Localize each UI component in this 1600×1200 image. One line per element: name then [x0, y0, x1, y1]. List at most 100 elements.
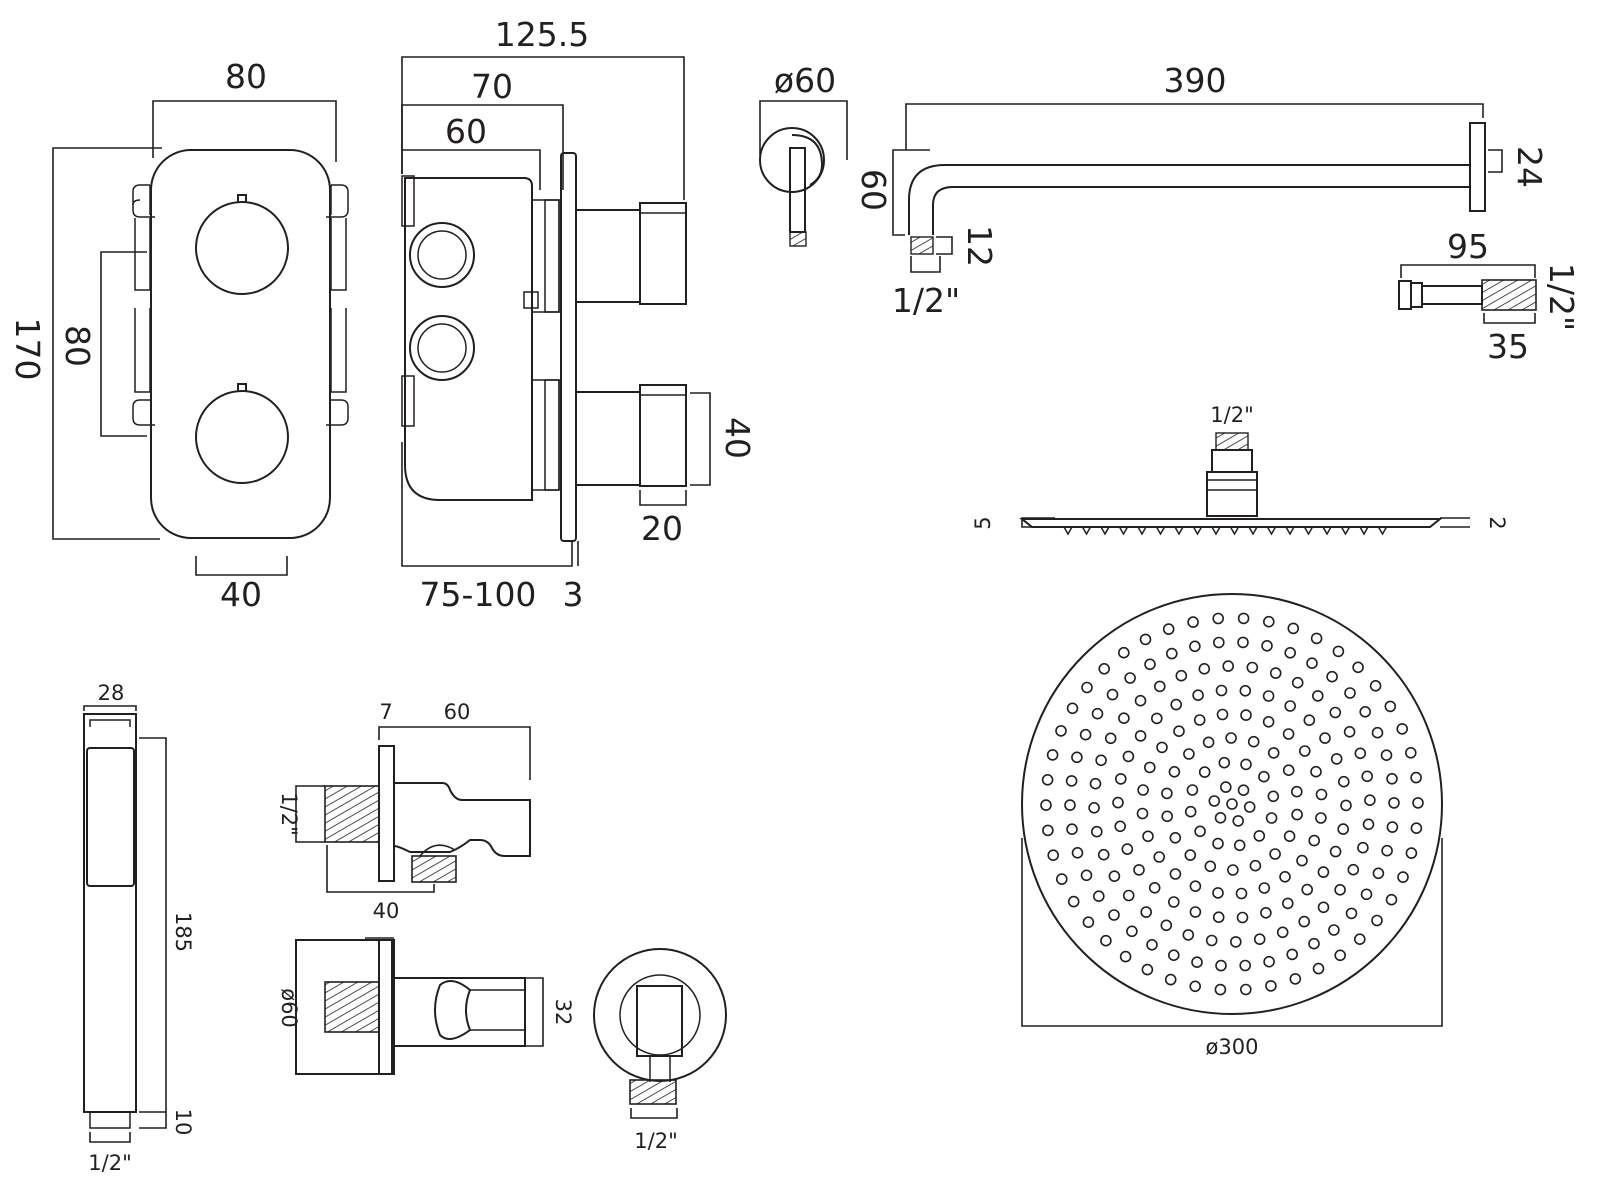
nozzle-hole	[1362, 818, 1375, 831]
nozzle-tip	[1266, 526, 1277, 536]
nozzle-hole	[1246, 661, 1259, 674]
nozzle-hole	[1108, 909, 1120, 921]
nozzle-hole	[1329, 706, 1342, 719]
nozzle-hole	[1091, 707, 1104, 720]
nozzle-hole	[1410, 822, 1423, 835]
nozzle-hole	[1237, 612, 1250, 625]
nozzle-hole	[1194, 825, 1206, 838]
dim-outlet-front-thread: 1/2"	[634, 1129, 677, 1153]
nozzle-hole	[1237, 636, 1249, 649]
shower-head-top: ø300	[1021, 593, 1443, 1059]
nozzle-hole	[1412, 797, 1424, 809]
nozzle-hole	[1396, 723, 1408, 735]
nozzle-hole	[1371, 726, 1384, 739]
nozzle-tip	[1303, 526, 1314, 536]
nozzle-hole	[1146, 938, 1158, 951]
nozzle-hole	[1067, 895, 1080, 908]
nozzle-hole	[1291, 676, 1304, 689]
nozzle-hole	[1303, 714, 1316, 727]
nozzle-tip	[1285, 526, 1295, 536]
nozzle-hole	[1310, 632, 1323, 645]
nozzle-hole	[1154, 680, 1166, 693]
nozzle-hole	[1056, 873, 1068, 885]
nozzle-hole	[1079, 728, 1092, 741]
nozzle-hole	[1345, 907, 1358, 920]
wall-outlet-side: 1/2" 7 60 40	[277, 700, 531, 923]
nozzle-hole	[1071, 846, 1084, 859]
nozzle-hole	[1226, 798, 1238, 810]
nozzle-hole	[1352, 661, 1364, 674]
nozzle-hole	[1253, 830, 1266, 842]
nozzle-hole	[1046, 749, 1059, 761]
nozzle-hole	[1240, 709, 1252, 721]
nozzle-hole	[1122, 889, 1135, 902]
nozzle-hole	[1232, 815, 1244, 827]
dim-outlet-holder: 32	[551, 999, 575, 1026]
nozzle-hole	[1189, 906, 1202, 918]
nozzle-hole	[1299, 745, 1311, 757]
nozzle-hole	[1269, 667, 1282, 679]
nozzle-tip	[1322, 526, 1332, 536]
nozzle-hole	[1168, 896, 1180, 908]
nozzle-hole	[1134, 730, 1147, 742]
nozzle-hole	[1308, 834, 1320, 847]
nozzle-hole	[1140, 906, 1152, 918]
nozzle-hole	[1312, 690, 1324, 702]
nozzle-hole	[1260, 906, 1272, 919]
nozzle-tip	[1100, 526, 1110, 536]
nozzle-hole	[1227, 864, 1239, 876]
nozzle-hole	[1208, 795, 1221, 807]
nozzle-hole	[1334, 883, 1346, 896]
nozzle-hole	[1347, 863, 1360, 876]
nozzle-hole	[1301, 883, 1313, 896]
nozzle-hole	[1319, 732, 1331, 744]
nozzle-hole	[1354, 747, 1367, 760]
nozzle-hole	[1344, 687, 1356, 699]
nozzle-hole	[1386, 821, 1399, 833]
nozzle-hole	[1405, 847, 1418, 859]
nozzle-hole	[1215, 959, 1227, 972]
nozzle-hole	[1360, 888, 1373, 901]
nozzle-hole	[1214, 811, 1227, 824]
dim-front-bottom: 40	[220, 575, 262, 614]
nozzle-hole	[1153, 851, 1165, 863]
nozzle-hole	[1137, 784, 1149, 796]
nozzle-hole	[1142, 830, 1154, 843]
nozzle-hole	[1332, 645, 1345, 658]
nozzle-hole	[1359, 705, 1371, 718]
nozzle-hole	[1329, 845, 1342, 858]
dim-outlet-depth: 60	[444, 700, 471, 724]
nozzle-hole	[1124, 672, 1136, 684]
nozzle-tip	[1359, 526, 1369, 536]
nozzle-hole	[1289, 973, 1302, 985]
dim-front-height: 170	[8, 318, 47, 381]
nozzle-hole	[1380, 749, 1393, 762]
nozzle-hole	[1095, 754, 1107, 767]
nozzle-hole	[1326, 670, 1338, 683]
nozzle-hole	[1205, 934, 1218, 947]
nozzle-hole	[1169, 868, 1182, 880]
nozzle-hole	[1198, 662, 1211, 675]
nozzle-hole	[1098, 662, 1110, 675]
nozzle-hole	[1216, 708, 1229, 721]
nozzle-hole	[1193, 714, 1206, 726]
nozzle-hole	[1310, 765, 1322, 778]
nozzle-hole	[1315, 812, 1327, 824]
dim-arm-drop: 60	[854, 169, 893, 211]
nozzle-hole	[1240, 983, 1252, 996]
nozzle-hole	[1286, 948, 1298, 961]
nozzle-hole	[1198, 766, 1211, 778]
nozzle-tip	[1248, 526, 1258, 536]
nozzle-hole	[1066, 823, 1078, 836]
nozzle-hole	[1284, 646, 1296, 659]
nozzle-hole	[1397, 871, 1409, 883]
dim-depth-60: 60	[445, 112, 487, 151]
valve-front-view: 80 170 80 40	[8, 57, 349, 614]
nozzle-hole	[1369, 679, 1382, 692]
nozzle-hole	[1081, 681, 1093, 694]
nozzle-hole	[1161, 787, 1173, 800]
hand-shower: 28 185 10 1/2"	[83, 681, 195, 1175]
dim-head-thickness-left: 5	[971, 516, 995, 529]
dim-hand-end: 10	[171, 1109, 195, 1136]
nozzle-hole	[1104, 732, 1117, 745]
